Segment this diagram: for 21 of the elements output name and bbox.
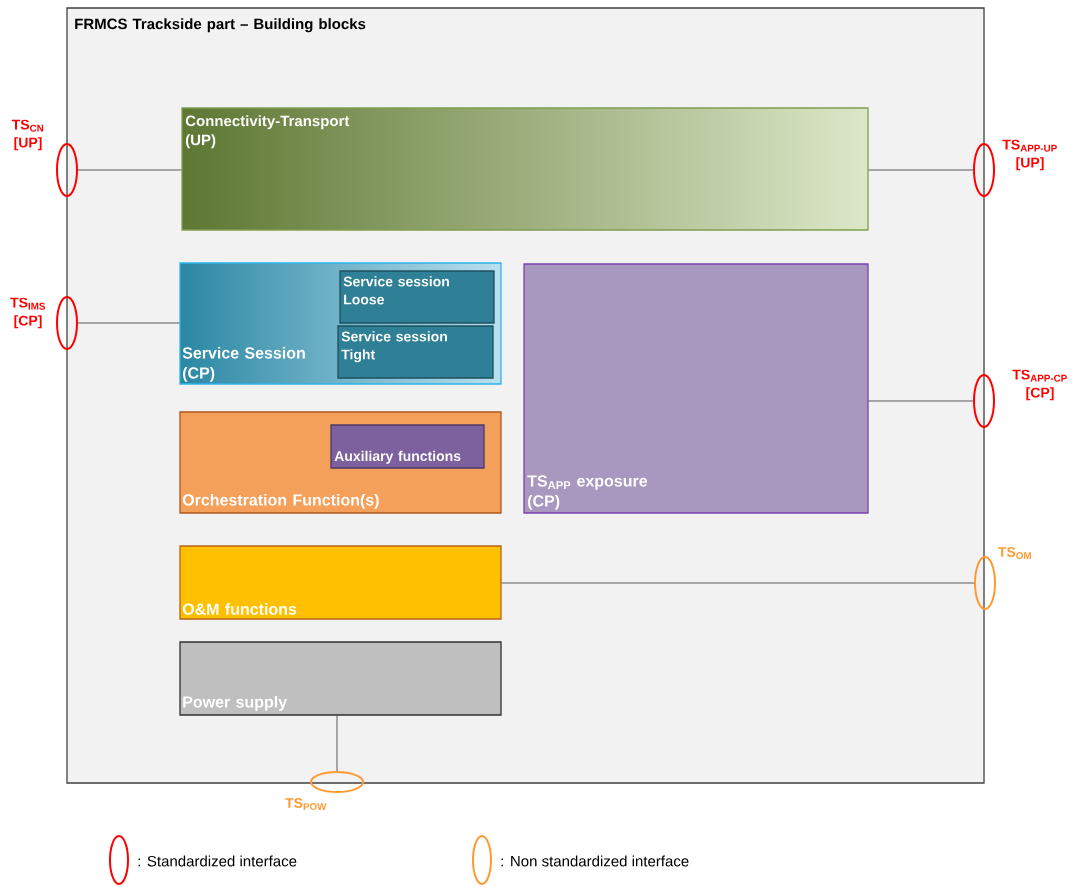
process-box: Auxiliary functions (330, 424, 485, 469)
process-box: Service session Loose (339, 270, 495, 324)
connector-line (501, 582, 975, 584)
legend-text: : Standardized interface (138, 855, 297, 867)
legend-text: : Non standardized interface (501, 855, 689, 867)
interface-label: TS$_{APP-CP}$ [CP] (1012, 369, 1067, 401)
interface-label: TS$_{IMS}$ [CP] (10, 297, 45, 329)
process-box: Connectivity-Transport (UP) (181, 107, 869, 231)
process-box: O&M functions (179, 545, 502, 620)
connector-line (77, 169, 182, 171)
connector-line (77, 322, 180, 324)
process-box: Power supply (179, 641, 502, 716)
connector-line (336, 715, 338, 772)
connector-line (868, 169, 974, 171)
process-box: Service session Tight (337, 325, 494, 379)
interface-label: TS$_{OM}$ (998, 546, 1031, 559)
interface-label: TS$_{APP-UP}$ [UP] (1002, 139, 1057, 171)
connector-line (868, 400, 974, 402)
process-box: TS$_{APP}$ exposure (CP) (523, 263, 869, 514)
interface-label: TS$_{POW}$ (285, 797, 327, 810)
interface-label: TS$_{CN}$ [UP] (11, 119, 44, 151)
